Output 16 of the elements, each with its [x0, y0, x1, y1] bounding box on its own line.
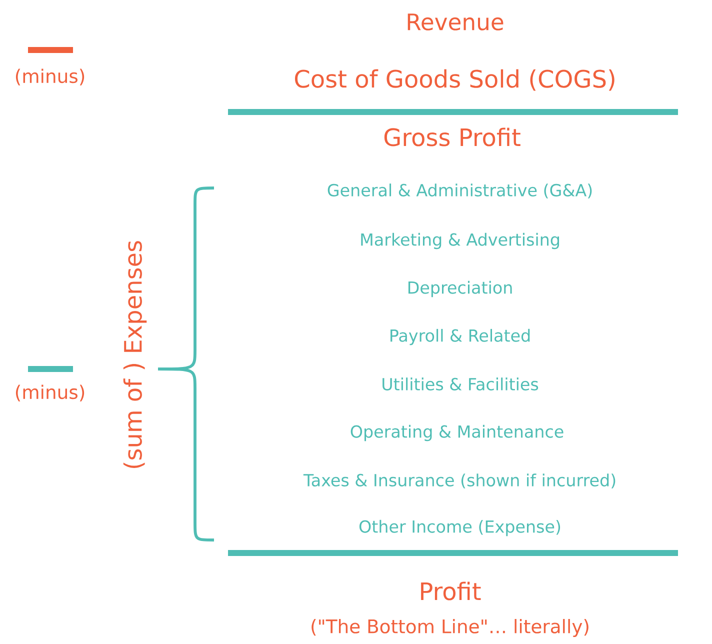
- expense-item: Operating & Maintenance: [350, 424, 564, 442]
- result-note: ("The Bottom Line"… literally): [312, 618, 588, 638]
- subtotal-text: Gross Profit: [384, 128, 520, 146]
- line-item-text: Cost of Goods Sold (COGS): [294, 69, 614, 91]
- result-text: Profit: [421, 582, 481, 600]
- expense-item: Taxes & Insurance (shown if incurred): [303, 474, 616, 488]
- expense-item: Marketing & Advertising: [361, 232, 559, 250]
- expense-item: Depreciation: [408, 280, 512, 298]
- expense-item: Other Income (Expense): [359, 520, 560, 536]
- expense-item: General & Administrative (G&A): [328, 184, 592, 198]
- heading-text: Revenue: [408, 14, 504, 30]
- expense-item: Payroll & Related: [390, 328, 530, 346]
- operator-label: (minus): [16, 384, 84, 402]
- expense-item: Utilities & Facilities: [382, 378, 538, 390]
- group-label: (sum of ) Expenses: [123, 241, 147, 468]
- operator-label: (minus): [16, 68, 84, 86]
